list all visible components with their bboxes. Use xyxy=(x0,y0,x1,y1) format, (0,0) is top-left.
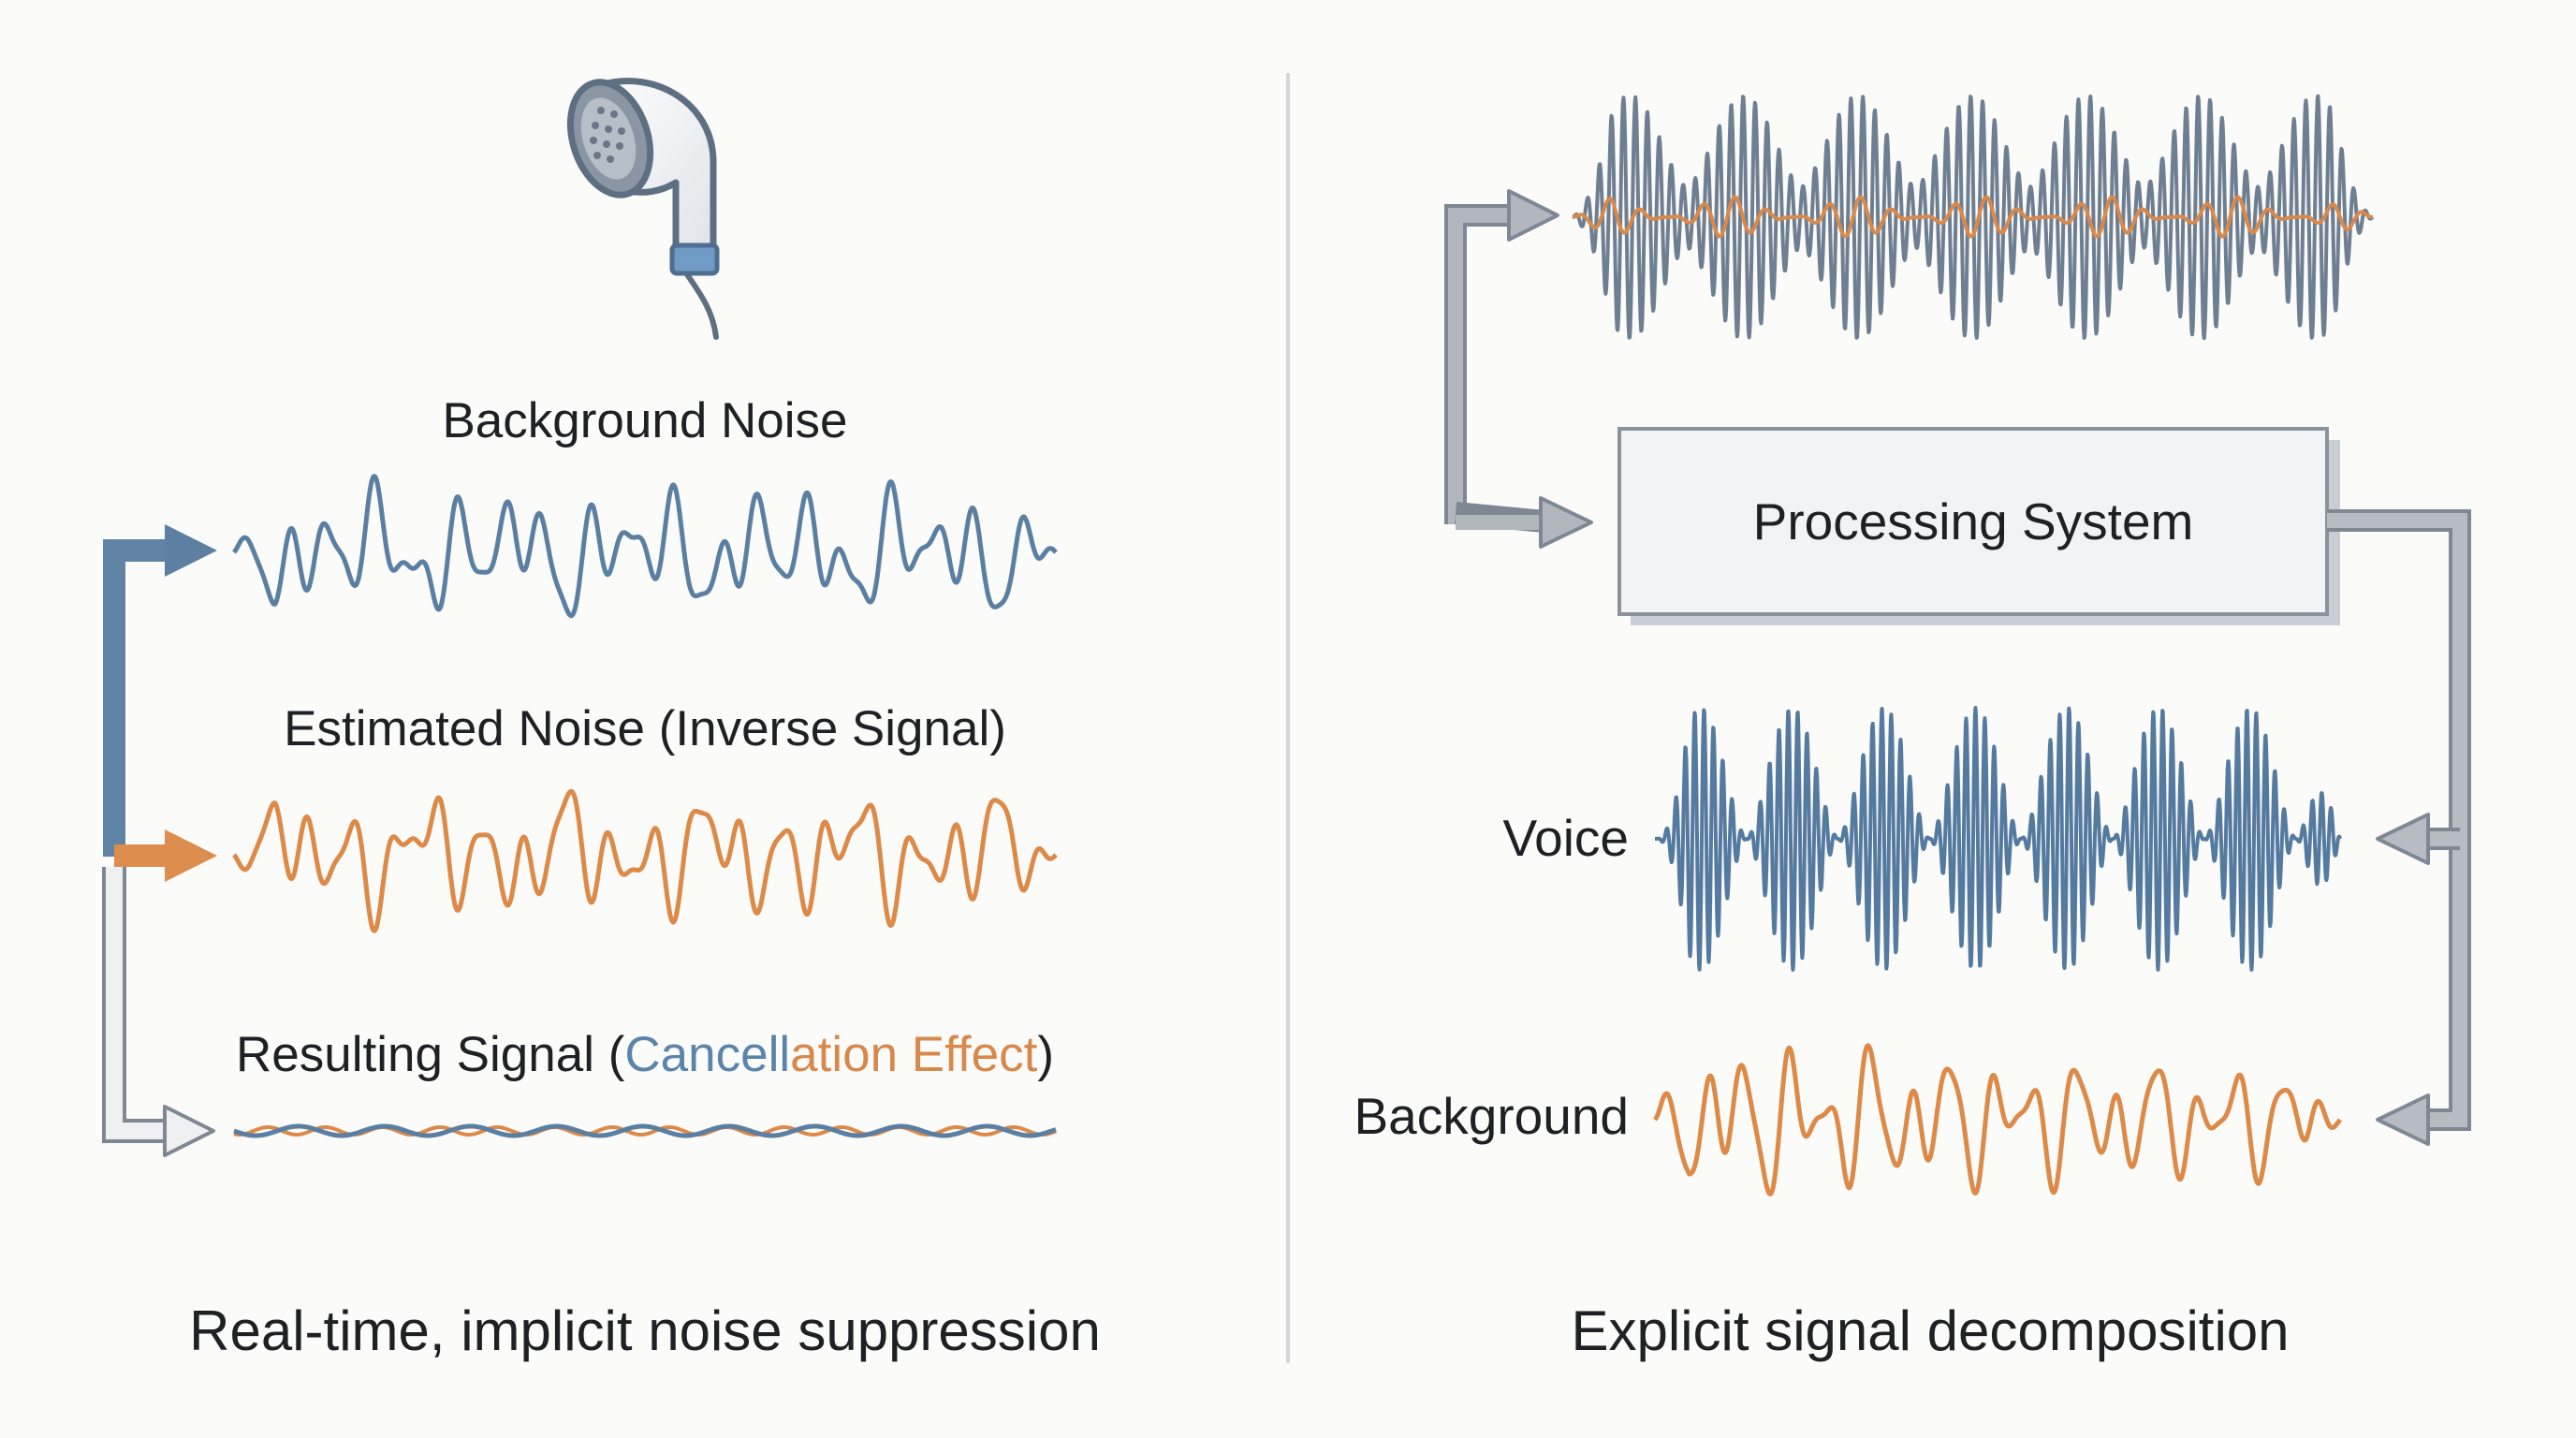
output-arrow-line xyxy=(2327,509,2471,1131)
earbud-icon xyxy=(566,78,720,340)
processing-system-label: Processing System xyxy=(1752,492,2194,550)
source-arrow-line-bottom xyxy=(102,867,178,1143)
arrow-head-voice xyxy=(2376,813,2430,865)
cancellation-word-blue-part: Cancell xyxy=(624,1027,791,1082)
source-arrow-line-top xyxy=(103,539,178,857)
voice-wave xyxy=(1653,706,2342,972)
arrow-head-mixed-signal xyxy=(1507,189,1559,242)
input-arrow-line xyxy=(1444,204,1524,524)
mixed-signal-wave-blue xyxy=(1571,94,2375,341)
cancellation-word-orange-part: ation Effect xyxy=(790,1027,1038,1082)
arrow-head-resulting-signal xyxy=(163,1105,215,1157)
arrow-head-background xyxy=(2376,1093,2430,1146)
estimated-noise-label: Estimated Noise (Inverse Signal) xyxy=(284,701,1006,756)
left-panel-caption: Real-time, implicit noise suppression xyxy=(189,1299,1101,1362)
resulting-signal-wave-blue xyxy=(233,1123,1057,1138)
right-panel-caption: Explicit signal decomposition xyxy=(1571,1299,2290,1362)
background-wave xyxy=(1653,1043,2342,1196)
processing-system-box xyxy=(1617,427,2329,616)
resulting-signal-label-prefix: Resulting Signal ( xyxy=(235,1027,625,1082)
estimated-noise-wave xyxy=(232,788,1058,933)
background-label: Background xyxy=(1354,1087,1629,1145)
arrow-head-processing-input xyxy=(1539,496,1593,549)
background-noise-wave xyxy=(232,474,1058,619)
arrow-head-estimated-noise xyxy=(165,829,217,882)
voice-label: Voice xyxy=(1502,809,1629,867)
mixed-signal-wave-orange xyxy=(1572,195,2373,239)
arrow-head-background-noise xyxy=(165,524,217,577)
resulting-signal-label-suffix: ) xyxy=(1037,1027,1055,1082)
background-noise-label: Background Noise xyxy=(442,393,848,448)
resulting-signal-label: Resulting Signal (Cancellation Effect) xyxy=(236,1030,1054,1079)
